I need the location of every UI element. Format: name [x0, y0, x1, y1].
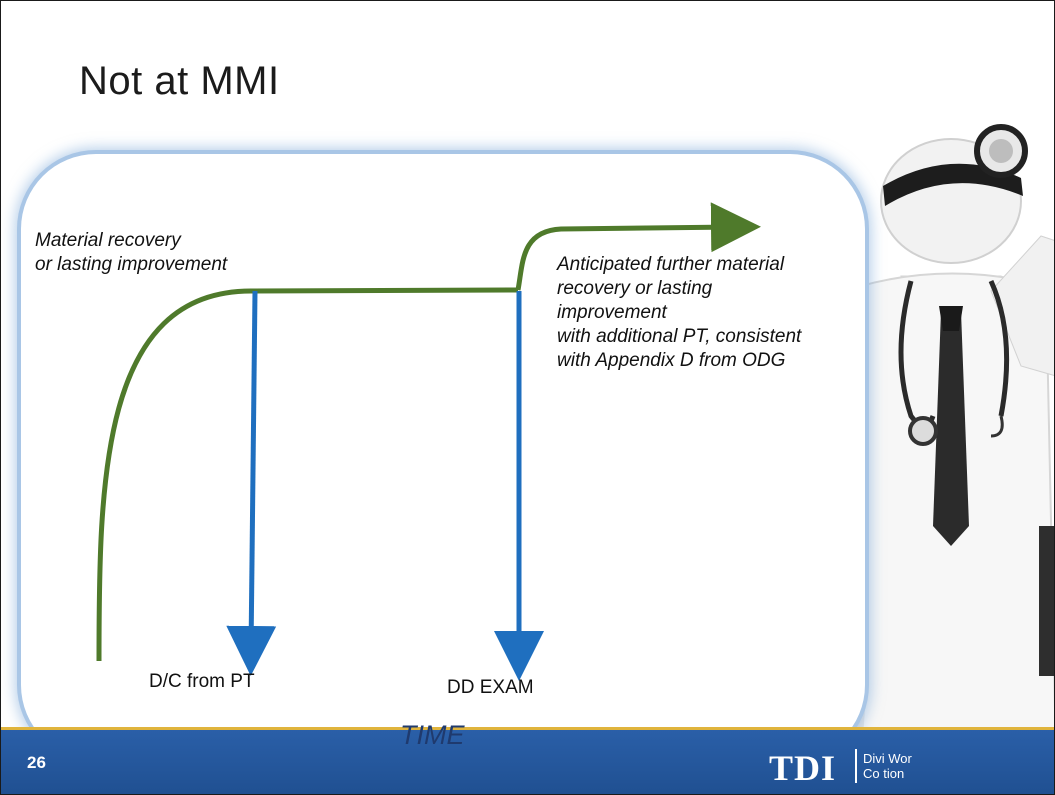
dc-from-pt-label: D/C from PT — [149, 671, 255, 692]
slide-title: Not at MMI — [79, 59, 280, 103]
footer-bar — [1, 727, 1054, 794]
recovery-label: Material recovery or lasting improvement — [35, 230, 228, 275]
dc-from-pt-arrow — [226, 290, 277, 676]
diagram-panel — [21, 154, 865, 760]
further-improvement-arrow — [515, 202, 761, 291]
org-name: Divi Wor Co tion — [863, 751, 912, 781]
slide-number: 26 — [27, 753, 46, 772]
further-improvement-label: Anticipated further material recovery or… — [557, 254, 802, 371]
recovery-curve — [96, 287, 519, 662]
tdi-logo: TDI — [769, 748, 837, 788]
logo-divider — [855, 749, 857, 783]
dd-exam-label: DD EXAM — [447, 677, 534, 698]
time-axis-label: TIME — [400, 720, 465, 750]
tdi-branding: TDI Divi Wor Co tion — [769, 739, 979, 791]
